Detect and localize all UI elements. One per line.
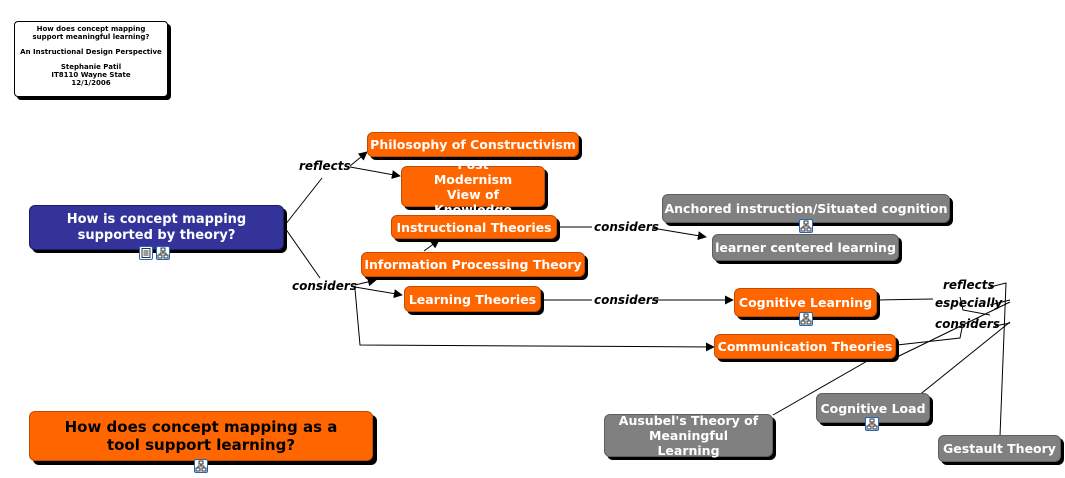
cognitive-learning-label: Cognitive Learning — [738, 295, 873, 310]
info-date: 12/1/2006 — [71, 79, 111, 88]
learner-centered-node[interactable]: learner centered learning — [712, 234, 899, 261]
main-question-label: How is concept mapping supported by theo… — [66, 211, 247, 243]
concept-map-icon[interactable] — [156, 246, 170, 260]
link-label-considers-cognitive: considers — [935, 317, 1000, 331]
learning-theories-node[interactable]: Learning Theories — [404, 286, 541, 312]
ausubel-theory-label: Ausubel's Theory of Meaningful Learning — [618, 413, 759, 458]
info-perspective: An Instructional Design Perspective — [20, 48, 162, 57]
communication-theories-node[interactable]: Communication Theories — [714, 334, 896, 359]
gestault-theory-node[interactable]: Gestault Theory — [938, 435, 1061, 462]
main-question-node[interactable]: How is concept mapping supported by theo… — [29, 205, 284, 250]
title-info-box: How does concept mapping support meaning… — [14, 21, 168, 97]
link-label-reflects: reflects — [299, 159, 351, 173]
tool-question-node[interactable]: How does concept mapping as a tool suppo… — [29, 411, 373, 461]
anchored-instruction-node[interactable]: Anchored instruction/Situated cognition — [662, 194, 950, 223]
info-course: IT8110 Wayne State — [51, 71, 131, 80]
anchored-instruction-label: Anchored instruction/Situated cognition — [664, 201, 948, 216]
cognitive-load-label: Cognitive Load — [820, 400, 926, 416]
learning-theories-label: Learning Theories — [408, 291, 537, 307]
post-modernism-node[interactable]: Post Modernism View of Knowledge — [401, 157, 545, 217]
link-label-considers-learning: considers — [594, 293, 659, 307]
link-label-especially: especially — [935, 296, 1003, 310]
info-question: How does concept mapping support meaning… — [32, 25, 150, 42]
ausubel-theory-node[interactable]: Ausubel's Theory of Meaningful Learning — [604, 413, 773, 458]
learner-centered-label: learner centered learning — [715, 240, 896, 255]
note-icon[interactable] — [139, 246, 153, 260]
concept-map-icon[interactable] — [799, 312, 813, 326]
instructional-theories-node[interactable]: Instructional Theories — [391, 215, 557, 239]
communication-theories-label: Communication Theories — [717, 339, 893, 354]
tool-question-label: How does concept mapping as a tool suppo… — [64, 418, 338, 454]
link-label-considers-main: considers — [292, 279, 357, 293]
instructional-theories-label: Instructional Theories — [396, 219, 552, 235]
info-author: Stephanie Patil — [60, 63, 122, 72]
link-label-considers-instructional: considers — [594, 220, 659, 234]
concept-map-icon[interactable] — [799, 219, 813, 233]
concept-map-icon[interactable] — [865, 417, 879, 431]
link-label-reflects-cognitive: reflects — [943, 278, 995, 292]
information-processing-node[interactable]: Information Processing Theory — [361, 252, 585, 277]
philosophy-constructivism-label: Philosophy of Constructivism — [370, 137, 576, 152]
post-modernism-label: Post Modernism View of Knowledge — [433, 156, 513, 217]
concept-map-icon[interactable] — [194, 459, 208, 473]
philosophy-constructivism-node[interactable]: Philosophy of Constructivism — [367, 132, 579, 157]
gestault-theory-label: Gestault Theory — [943, 441, 1056, 456]
information-processing-label: Information Processing Theory — [364, 257, 582, 272]
